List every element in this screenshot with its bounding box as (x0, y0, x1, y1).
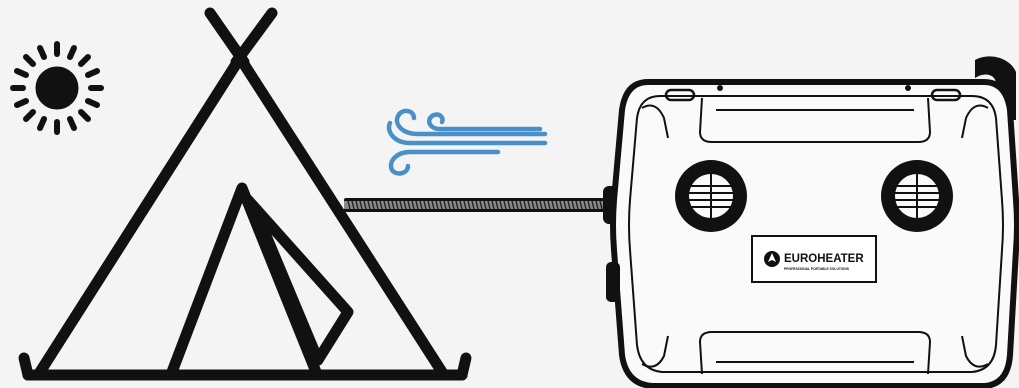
right-vent-icon (881, 160, 953, 232)
ducting-hose-icon (344, 186, 617, 224)
left-vent-icon (675, 160, 747, 232)
wind-icon (386, 108, 548, 176)
brand-plate: EUROHEATER PROFESSIONAL PORTABLE SOLUTIO… (751, 235, 877, 283)
portable-heater-icon: EUROHEATER PROFESSIONAL PORTABLE SOLUTIO… (606, 56, 1019, 388)
sun-icon (10, 41, 104, 135)
tent-icon (18, 7, 472, 381)
brand-tagline: PROFESSIONAL PORTABLE SOLUTIONS (784, 267, 850, 271)
brand-name: EUROHEATER (784, 253, 864, 265)
